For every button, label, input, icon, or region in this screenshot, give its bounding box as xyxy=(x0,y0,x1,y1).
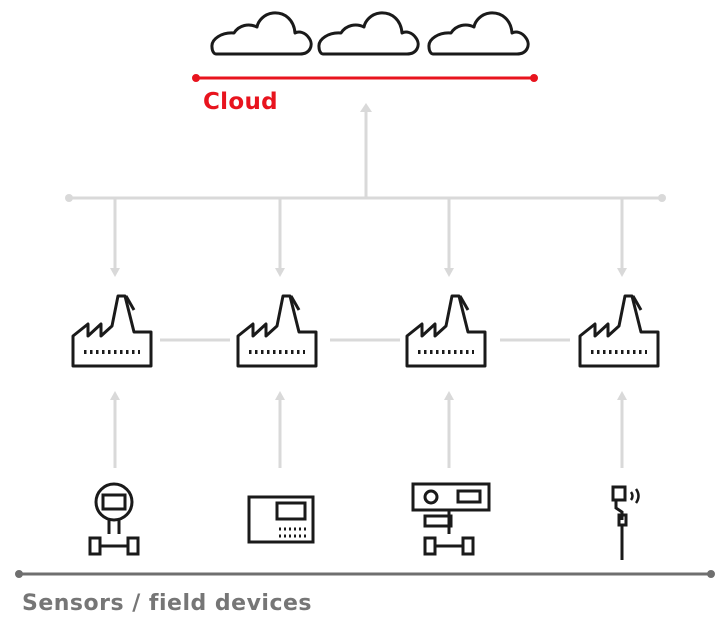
flowmeter-icon xyxy=(88,482,140,556)
cloud-icon xyxy=(427,11,530,56)
factory-icon xyxy=(578,294,660,368)
connectors xyxy=(65,103,666,468)
control-panel-icon xyxy=(247,495,315,544)
cloud-icon xyxy=(210,11,313,56)
factory-icon xyxy=(71,294,153,368)
cloud-underline xyxy=(192,74,538,82)
cloud-label: Cloud xyxy=(203,89,278,115)
sensors-baseline xyxy=(15,570,715,578)
factory-group xyxy=(71,294,660,368)
cloud-icon xyxy=(317,11,420,56)
cloud-group xyxy=(210,11,530,56)
factory-icon xyxy=(236,294,318,368)
wireless-level-sensor-icon xyxy=(611,485,640,560)
factory-icon xyxy=(405,294,487,368)
analyzer-icon xyxy=(411,482,491,556)
sensors-label: Sensors / field devices xyxy=(22,591,313,616)
